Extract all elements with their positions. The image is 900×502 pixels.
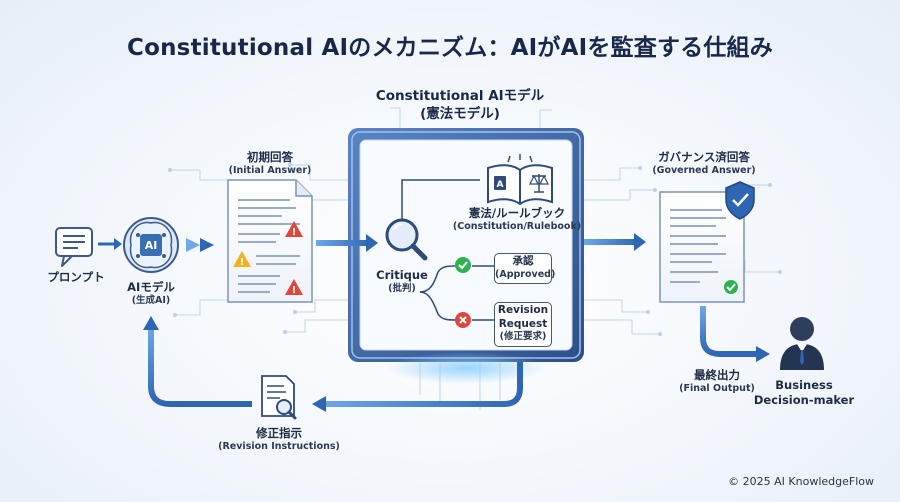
initial-answer-document bbox=[227, 179, 313, 303]
governed-answer-document bbox=[659, 191, 745, 303]
initial-answer-label-group: 初期回答 (Initial Answer) bbox=[218, 150, 322, 177]
governed-answer-label-group: ガバナンス済回答 (Governed Answer) bbox=[636, 150, 772, 177]
rulebook-label-group: 憲法/ルールブック (Constitution/Rulebook) bbox=[450, 206, 584, 233]
svg-text:!: ! bbox=[292, 285, 297, 296]
ai-chip-text: AI bbox=[145, 239, 158, 252]
copyright: © 2025 AI KnowledgeFlow bbox=[728, 475, 874, 488]
critique-label-group: Critique (批判) bbox=[374, 268, 430, 295]
branch-lines bbox=[419, 265, 494, 321]
decision-maker-line2: Decision-maker bbox=[753, 392, 855, 407]
business-person-icon bbox=[780, 317, 824, 370]
arrow-prompt-to-ai bbox=[98, 238, 122, 250]
approved-box: 承認 (Approved) bbox=[494, 253, 556, 284]
revision-request-label-line1: Revision bbox=[497, 304, 549, 316]
prompt-label: プロンプト bbox=[47, 270, 105, 284]
initial-answer-sub: (Initial Answer) bbox=[228, 164, 312, 176]
x-icon bbox=[455, 312, 471, 328]
critique-sub: (批判) bbox=[388, 282, 416, 294]
check-icon bbox=[724, 280, 738, 294]
frame-glow bbox=[386, 352, 546, 384]
arrow-revision-to-ai bbox=[143, 316, 252, 407]
rulebook-sub: (Constitution/Rulebook) bbox=[452, 220, 582, 232]
model-title: Constitutional AIモデル (憲法モデル) bbox=[320, 88, 600, 123]
circuit-nodes bbox=[168, 163, 782, 336]
brain-icon bbox=[123, 217, 179, 273]
ai-model-label-group: AIモデル (生成AI) bbox=[106, 280, 196, 307]
arrow-governed-to-final bbox=[700, 306, 770, 362]
svg-text:!: ! bbox=[292, 227, 297, 238]
arrow-model-to-governed bbox=[584, 233, 646, 251]
arrow-ai-to-initial bbox=[186, 238, 214, 252]
warning-icon: ! bbox=[285, 279, 303, 296]
revision-instructions-sub: (Revision Instructions) bbox=[218, 440, 340, 452]
page-title: Constitutional AIのメカニズム：AIがAIを監査する仕組み bbox=[127, 35, 773, 61]
warning-icon: ! bbox=[285, 221, 303, 238]
final-output-label-group: 最終出力 (Final Output) bbox=[672, 368, 762, 395]
rulebook-label: 憲法/ルールブック bbox=[468, 206, 566, 220]
governed-answer-sub: (Governed Answer) bbox=[652, 164, 756, 176]
final-output-sub: (Final Output) bbox=[679, 382, 755, 394]
link-critique-rulebook bbox=[401, 179, 480, 220]
revision-instructions-label: 修正指示 bbox=[256, 426, 302, 440]
arrow-model-to-revision bbox=[312, 362, 523, 412]
check-icon bbox=[455, 257, 471, 273]
warning-icon: ! bbox=[233, 251, 251, 268]
ai-model-label: AIモデル bbox=[127, 280, 175, 294]
model-title-line2: (憲法モデル) bbox=[420, 105, 500, 122]
chat-bubble-icon bbox=[55, 227, 93, 267]
approved-label: 承認 bbox=[512, 255, 534, 267]
final-output-label: 最終出力 bbox=[694, 368, 740, 382]
critique-label: Critique bbox=[376, 268, 428, 282]
document-search-icon bbox=[261, 375, 297, 420]
decision-maker-line1: Business bbox=[775, 378, 833, 392]
approved-sub: (Approved) bbox=[495, 268, 556, 280]
revision-request-box: Revision Request (修正要求) bbox=[494, 302, 552, 347]
ai-model-sub: (生成AI) bbox=[131, 294, 171, 306]
model-title-line1: Constitutional AIモデル bbox=[375, 88, 545, 104]
initial-answer-label: 初期回答 bbox=[247, 150, 293, 164]
shield-check-icon bbox=[725, 181, 755, 220]
decision-maker-label: Business Decision-maker bbox=[752, 378, 856, 408]
svg-text:!: ! bbox=[240, 257, 245, 268]
revision-instructions-label-group: 修正指示 (Revision Instructions) bbox=[214, 426, 344, 453]
revision-request-label-line2: Request bbox=[498, 317, 548, 330]
revision-request-sub: (修正要求) bbox=[499, 331, 547, 343]
svg-text:A: A bbox=[497, 180, 504, 190]
governed-answer-label: ガバナンス済回答 bbox=[658, 150, 750, 164]
arrow-initial-to-critique bbox=[316, 234, 378, 252]
book-scale-icon: A bbox=[487, 154, 553, 206]
